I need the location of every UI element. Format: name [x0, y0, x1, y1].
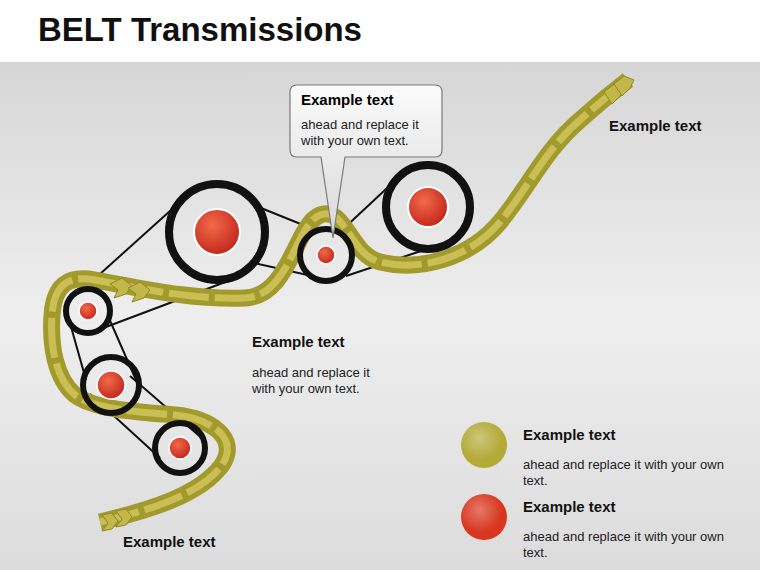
label-heading: Example text	[609, 117, 702, 135]
label-heading: Example text	[123, 533, 216, 551]
background	[0, 62, 760, 570]
callout-body: ahead and replace it with your own text.	[301, 117, 432, 149]
pulleys	[66, 165, 470, 473]
callout-box: Example text ahead and replace it with yo…	[290, 85, 442, 157]
label-body: ahead and replace it with your own text.	[252, 365, 392, 397]
title: BELT Transmissions	[38, 10, 362, 50]
label-heading: Example text	[252, 333, 345, 351]
legend-swatch	[461, 422, 507, 468]
legend-heading: Example text	[523, 498, 616, 516]
callout-heading: Example text	[301, 91, 432, 109]
legend-swatch	[461, 494, 507, 540]
legend-heading: Example text	[523, 426, 616, 444]
legend-body: ahead and replace it with your own text.	[523, 457, 748, 489]
legend-body: ahead and replace it with your own text.	[523, 529, 748, 561]
header-band	[0, 0, 760, 62]
